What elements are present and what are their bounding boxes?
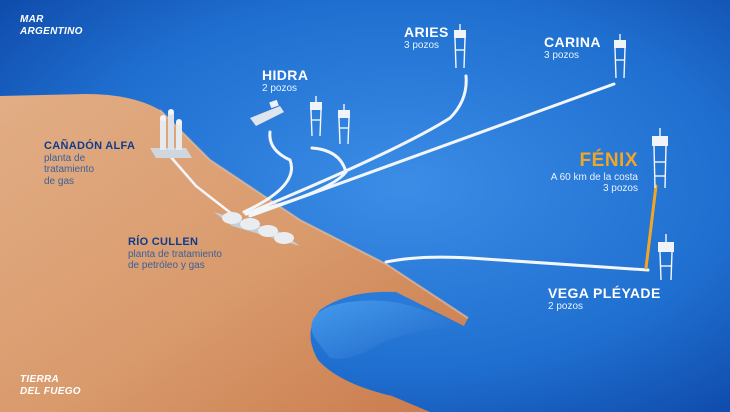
bay: [311, 300, 462, 359]
pipeline-hidra-2: [244, 146, 348, 216]
land-mass: [0, 94, 468, 412]
plant-canadon-alfa: CAÑADÓN ALFA planta de tratamiento de ga…: [44, 140, 135, 187]
offshore-platforms: [310, 24, 674, 281]
field-aries: ARIES 3 pozos: [404, 24, 449, 52]
field-fenix: FÉNIX A 60 km de la costa 3 pozos: [551, 150, 638, 195]
pipeline-aries: [244, 74, 468, 216]
field-fenix-name: FÉNIX: [579, 150, 638, 171]
field-vega-pleyade-detail: 2 pozos: [548, 301, 584, 313]
sea-label-line-2: ARGENTINO: [20, 25, 83, 37]
plant-rio-cullen-name: RÍO CULLEN: [128, 236, 199, 248]
field-carina-name: CARINA: [544, 34, 601, 50]
storage-tanks-icon: [214, 212, 300, 246]
offshore-platform-icon: [310, 96, 322, 137]
field-carina: CARINA 3 pozos: [544, 34, 601, 62]
field-fenix-detail-1: A 60 km de la costa: [550, 171, 638, 183]
offshore-platform-icon: [658, 234, 674, 281]
pipeline-vega: [384, 255, 650, 272]
plant-canadon-alfa-name: CAÑADÓN ALFA: [44, 140, 136, 152]
pipeline-fenix: [644, 184, 658, 270]
land-label-line-2: DEL FUEGO: [20, 385, 81, 397]
field-hidra: HIDRA 2 pozos: [262, 67, 308, 95]
land-label-line-1: TIERRA: [20, 374, 60, 385]
field-fenix-detail-2: 3 pozos: [602, 183, 638, 195]
pipeline-hidra-1: [242, 130, 293, 214]
offshore-platform-icon: [614, 34, 626, 79]
coast-edge: [159, 109, 469, 319]
field-aries-name: ARIES: [404, 24, 449, 40]
offshore-platform-icon: [652, 128, 668, 189]
sea-label: MAR ARGENTINO: [20, 14, 83, 37]
field-aries-detail: 3 pozos: [404, 40, 440, 52]
plant-canadon-alfa-desc-3: de gas: [44, 175, 75, 187]
offshore-platform-icon: [454, 24, 466, 69]
land-label: TIERRA DEL FUEGO: [20, 374, 81, 397]
field-hidra-detail: 2 pozos: [262, 83, 298, 95]
plant-rio-cullen: RÍO CULLEN planta de tratamiento de petr…: [128, 236, 222, 272]
field-vega-pleyade: VEGA PLÉYADE 2 pozos: [548, 285, 661, 313]
plant-rio-cullen-desc-2: de petróleo y gas: [128, 260, 205, 272]
pipelines: [168, 74, 650, 272]
pipeline-canadon: [168, 154, 234, 216]
field-hidra-name: HIDRA: [262, 67, 309, 83]
plant-rio-cullen-desc-1: planta de tratamiento: [128, 248, 222, 260]
plant-canadon-alfa-desc-1: planta de: [44, 152, 86, 164]
field-vega-pleyade-name: VEGA PLÉYADE: [548, 285, 661, 301]
sea-label-line-1: MAR: [20, 14, 44, 25]
offshore-platform-icon: [338, 104, 350, 145]
field-carina-detail: 3 pozos: [544, 50, 580, 62]
gas-plant-icon: [150, 109, 192, 158]
tanker-ship-icon: [250, 99, 284, 126]
plant-canadon-alfa-desc-2: tratamiento: [44, 164, 95, 176]
